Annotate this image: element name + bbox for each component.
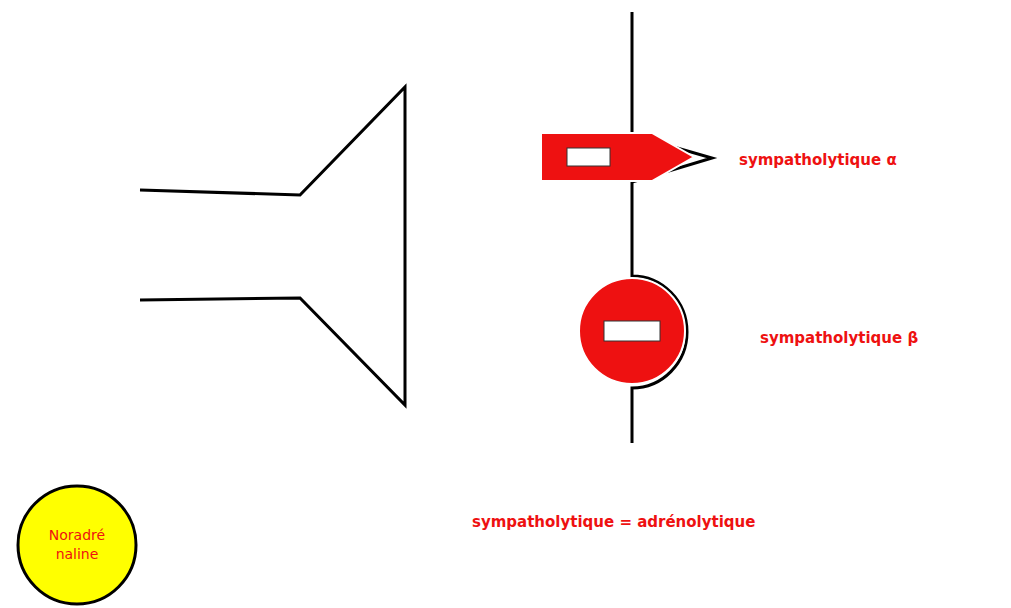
- nerve-terminal: [140, 87, 405, 405]
- node-outline: [16, 484, 138, 606]
- note-label: sympatholytique = adrénolytique: [472, 513, 755, 531]
- beta-blocker-symbol: [579, 278, 685, 384]
- node-text: Noradré naline: [39, 526, 115, 564]
- alpha-blocker-symbol: [541, 133, 694, 181]
- receptor-label: sympatholytique α: [739, 151, 897, 169]
- neurotransmitter-circle: Noradré naline: [16, 484, 138, 606]
- receptor-label: sympatholytique β: [760, 329, 918, 347]
- circle-outline: [18, 486, 136, 604]
- minus-bar: [604, 321, 660, 341]
- minus-bar: [567, 148, 610, 166]
